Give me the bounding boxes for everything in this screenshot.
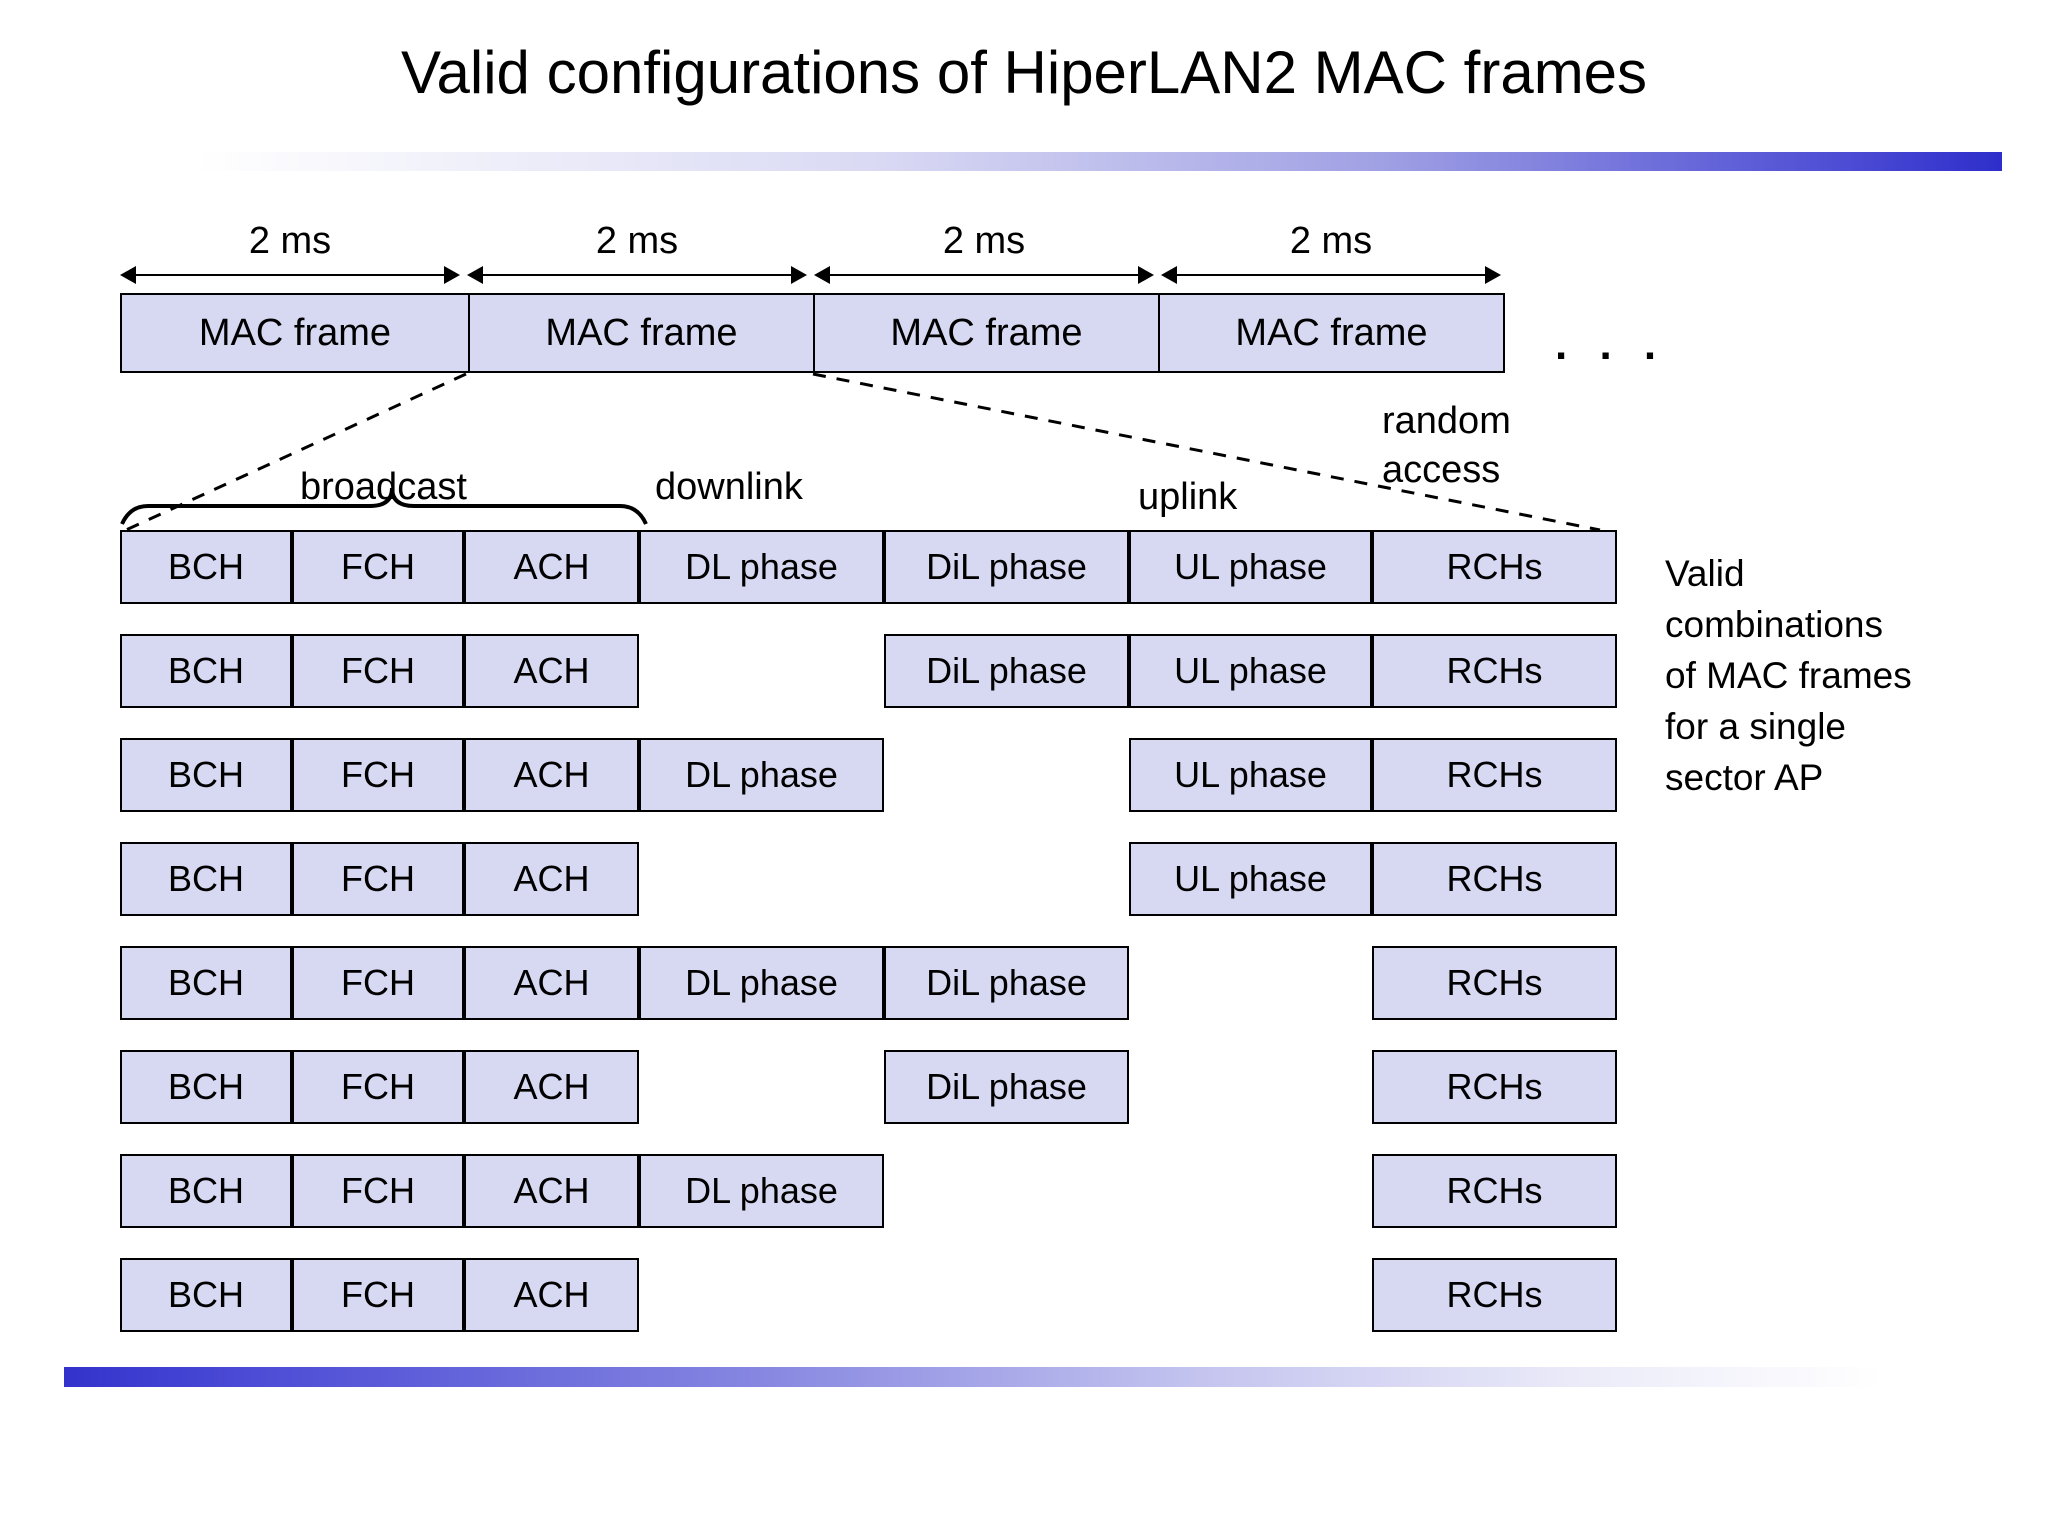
label-downlink: downlink (655, 466, 803, 508)
timeline-span-2 (471, 274, 803, 276)
caption-line-1: Valid (1665, 553, 1745, 594)
cell-fch[interactable]: FCH (292, 738, 464, 812)
cell-ach[interactable]: ACH (464, 530, 639, 604)
cell-ach[interactable]: ACH (464, 1154, 639, 1228)
cell-bch[interactable]: BCH (120, 946, 292, 1020)
timeline-span-1 (124, 274, 456, 276)
cell-fch[interactable]: FCH (292, 530, 464, 604)
cell-ach[interactable]: ACH (464, 634, 639, 708)
timeline-arrow-right-2 (791, 266, 807, 284)
page-title: Valid configurations of HiperLAN2 MAC fr… (400, 39, 1648, 106)
cell-bch[interactable]: BCH (120, 1258, 292, 1332)
cell-rchs[interactable]: RCHs (1372, 1154, 1617, 1228)
tick-label-3: 2 ms (942, 220, 1026, 262)
cell-ach[interactable]: ACH (464, 842, 639, 916)
cell-rchs[interactable]: RCHs (1372, 842, 1617, 916)
cell-dl[interactable]: DL phase (639, 946, 884, 1020)
cell-fch[interactable]: FCH (292, 1050, 464, 1124)
cell-ul[interactable]: UL phase (1129, 634, 1372, 708)
caption-line-4: for a single (1665, 706, 1846, 747)
timeline-arrow-right-3 (1138, 266, 1154, 284)
cell-ul[interactable]: UL phase (1129, 842, 1372, 916)
cell-bch[interactable]: BCH (120, 634, 292, 708)
cell-rchs[interactable]: RCHs (1372, 530, 1617, 604)
cell-ach[interactable]: ACH (464, 1258, 639, 1332)
cell-dil[interactable]: DiL phase (884, 530, 1129, 604)
cell-fch[interactable]: FCH (292, 1154, 464, 1228)
cell-fch[interactable]: FCH (292, 946, 464, 1020)
cell-bch[interactable]: BCH (120, 1154, 292, 1228)
cell-dl[interactable]: DL phase (639, 530, 884, 604)
mac-frame-box-1[interactable]: MAC frame (120, 293, 470, 373)
caption-line-3: of MAC frames (1665, 655, 1912, 696)
timeline-span-3 (818, 274, 1150, 276)
cell-rchs[interactable]: RCHs (1372, 738, 1617, 812)
tick-label-2: 2 ms (595, 220, 679, 262)
cell-bch[interactable]: BCH (120, 1050, 292, 1124)
mac-frame-box-4[interactable]: MAC frame (1158, 293, 1505, 373)
cell-ach[interactable]: ACH (464, 946, 639, 1020)
cell-fch[interactable]: FCH (292, 634, 464, 708)
cell-fch[interactable]: FCH (292, 842, 464, 916)
timeline-arrow-right-1 (444, 266, 460, 284)
cell-bch[interactable]: BCH (120, 530, 292, 604)
cell-ach[interactable]: ACH (464, 1050, 639, 1124)
caption-block: Valid combinations of MAC frames for a s… (1665, 548, 2035, 803)
mac-frame-strip: MAC frame MAC frame MAC frame MAC frame (120, 293, 1505, 373)
cell-dil[interactable]: DiL phase (884, 1050, 1129, 1124)
cell-rchs[interactable]: RCHs (1372, 634, 1617, 708)
cell-ul[interactable]: UL phase (1129, 738, 1372, 812)
continuation-ellipsis: . . . (1555, 320, 1667, 369)
cell-rchs[interactable]: RCHs (1372, 1050, 1617, 1124)
cell-fch[interactable]: FCH (292, 1258, 464, 1332)
cell-dil[interactable]: DiL phase (884, 634, 1129, 708)
timeline-arrow-left-3 (814, 266, 830, 284)
cell-bch[interactable]: BCH (120, 738, 292, 812)
caption-line-2: combinations (1665, 604, 1884, 645)
tick-label-1: 2 ms (248, 220, 332, 262)
cell-bch[interactable]: BCH (120, 842, 292, 916)
timeline-arrow-left-4 (1161, 266, 1177, 284)
cell-ul[interactable]: UL phase (1129, 530, 1372, 604)
cell-rchs[interactable]: RCHs (1372, 946, 1617, 1020)
top-gradient-rule (196, 152, 2002, 171)
tick-label-4: 2 ms (1289, 220, 1373, 262)
bottom-gradient-rule (64, 1367, 1882, 1387)
timeline-arrow-left-2 (467, 266, 483, 284)
timeline-span-4 (1165, 274, 1497, 276)
cell-dil[interactable]: DiL phase (884, 946, 1129, 1020)
cell-dl[interactable]: DL phase (639, 738, 884, 812)
cell-rchs[interactable]: RCHs (1372, 1258, 1617, 1332)
cell-dl[interactable]: DL phase (639, 1154, 884, 1228)
timeline-arrow-left-1 (120, 266, 136, 284)
mac-frame-box-2[interactable]: MAC frame (468, 293, 815, 373)
caption-line-5: sector AP (1665, 757, 1824, 798)
mac-frame-box-3[interactable]: MAC frame (813, 293, 1160, 373)
cell-ach[interactable]: ACH (464, 738, 639, 812)
timeline-arrow-right-4 (1485, 266, 1501, 284)
